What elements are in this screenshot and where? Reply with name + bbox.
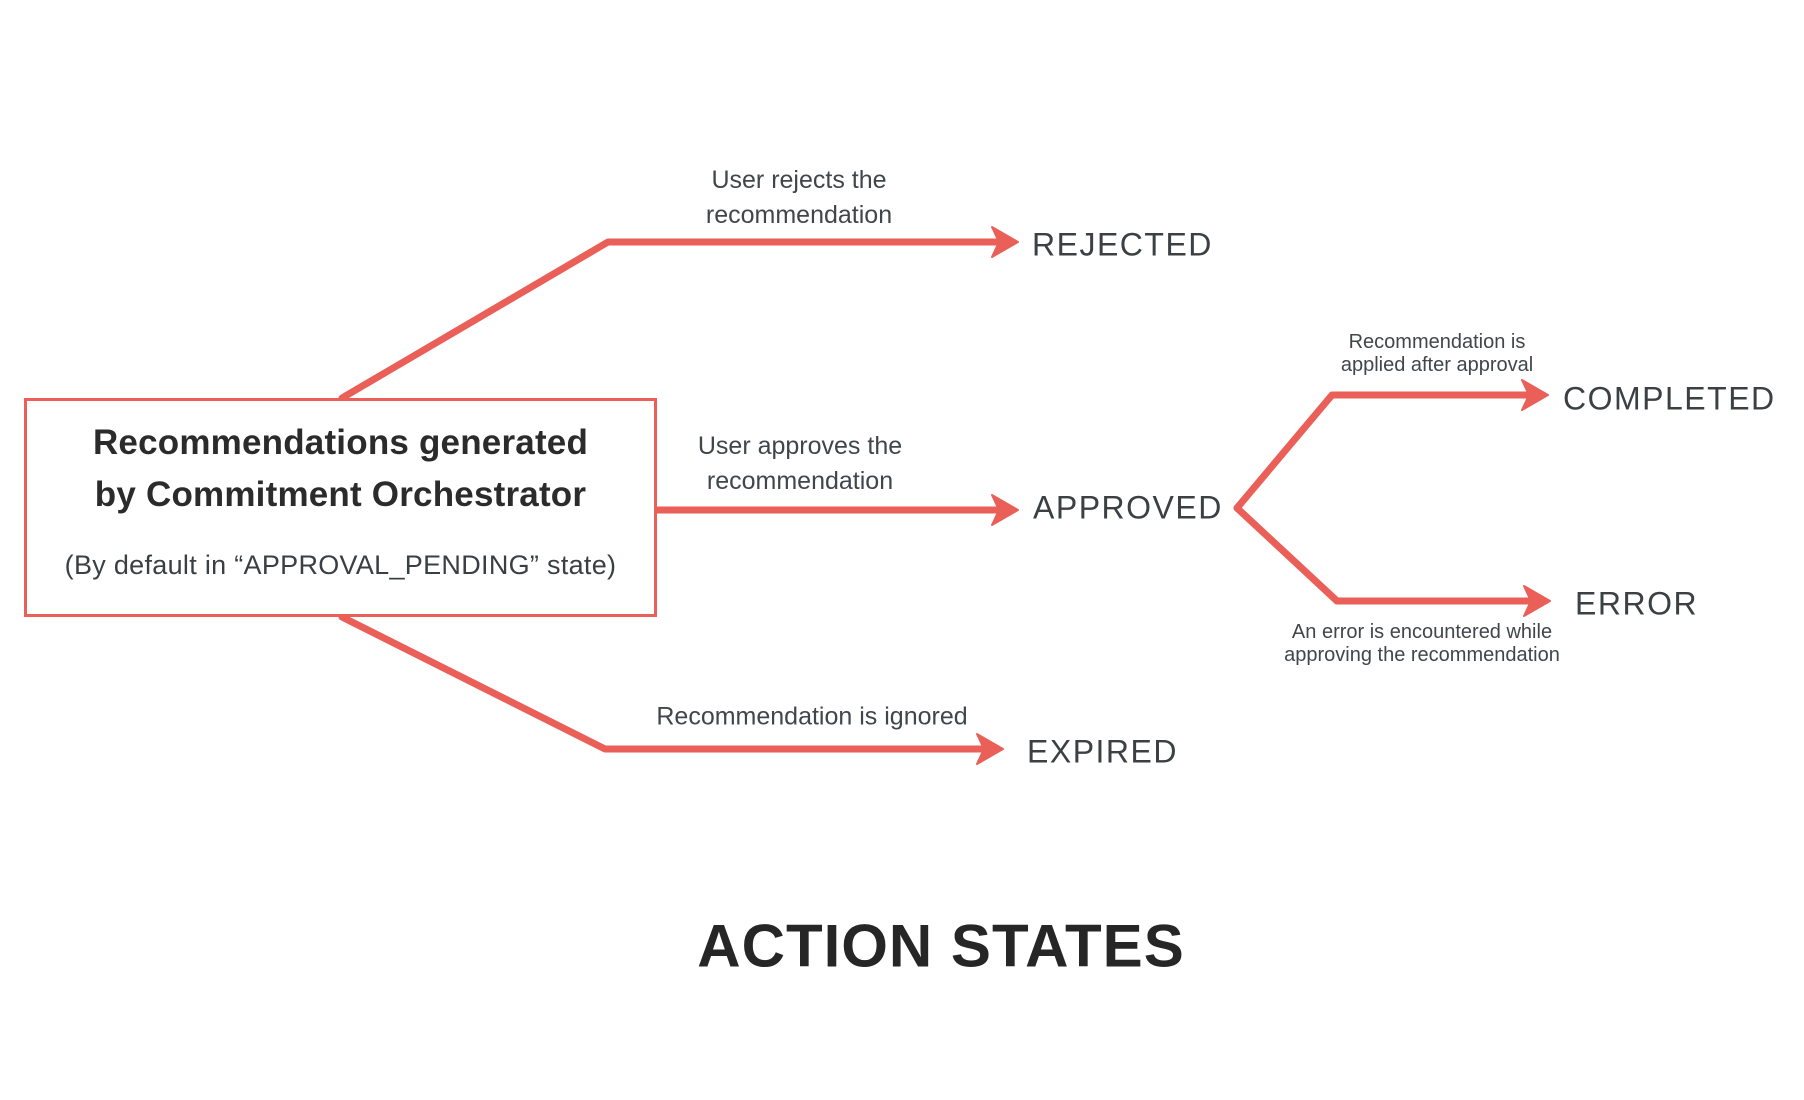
caption-expired-line1: Recommendation is ignored: [656, 702, 968, 731]
source-box-subtitle: (By default in “APPROVAL_PENDING” state): [64, 550, 617, 580]
state-error: ERROR: [1575, 585, 1699, 622]
caption-approve-line1: User approves the: [697, 432, 903, 460]
caption-reject-line2: recommendation: [705, 201, 893, 229]
caption-completed-line1: Recommendation is: [1348, 331, 1526, 353]
caption-expired: Recommendation is ignored: [656, 700, 967, 735]
caption-reject-line1: User rejects the: [711, 166, 887, 194]
state-expired: EXPIRED: [1027, 733, 1178, 770]
source-box-title-line2: by Commitment Orchestrator: [94, 475, 587, 514]
caption-error: An error is encountered while approving …: [1284, 621, 1560, 667]
arrow-line-completed: [1233, 391, 1532, 512]
caption-error-line2: approving the recommendation: [1284, 644, 1560, 666]
source-state-box: Recommendations generated by Commitment …: [24, 398, 657, 617]
arrowhead-expired-icon: [976, 733, 1004, 765]
caption-approve: User approves the recommendation: [698, 429, 902, 499]
caption-completed: Recommendation is applied after approval: [1341, 331, 1533, 377]
state-approved: APPROVED: [1033, 489, 1223, 526]
state-completed: COMPLETED: [1563, 380, 1776, 417]
caption-reject: User rejects the recommendation: [706, 163, 892, 233]
arrowhead-approved-icon: [991, 494, 1019, 526]
caption-error-line1: An error is encountered while: [1291, 621, 1553, 643]
arrow-line-error: [1233, 504, 1534, 605]
arrow-line-expired: [338, 613, 987, 753]
arrowhead-rejected-icon: [991, 226, 1019, 258]
source-box-title-line1: Recommendations generated: [92, 423, 589, 462]
source-box-title: Recommendations generated by Commitment …: [93, 417, 588, 521]
diagram-title: ACTION STATES: [697, 912, 1185, 980]
caption-completed-line2: applied after approval: [1340, 354, 1534, 376]
state-rejected: REJECTED: [1032, 226, 1213, 263]
arrowhead-completed-icon: [1521, 379, 1549, 411]
arrow-line-rejected: [338, 238, 1002, 402]
caption-approve-line2: recommendation: [706, 467, 894, 495]
arrowhead-error-icon: [1523, 585, 1551, 617]
